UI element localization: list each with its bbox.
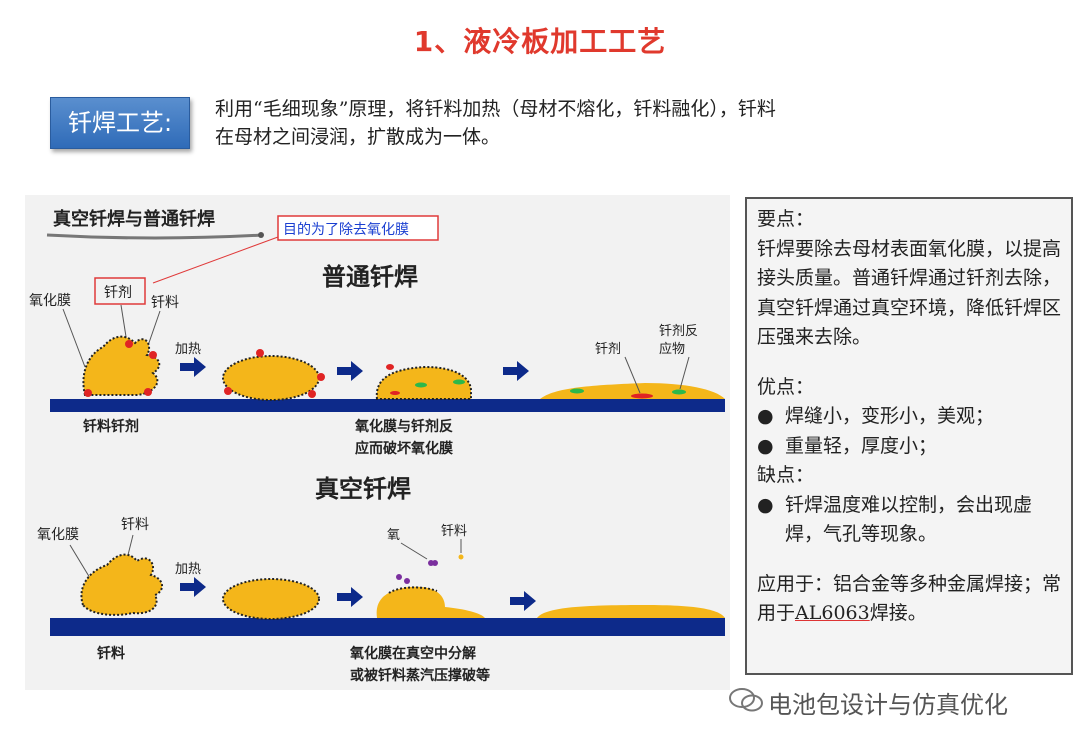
vacuum-filler-stage4 [537,605,725,618]
vacuum-label-oxygen: 氧 [387,528,400,543]
vacuum-filler-stage2 [222,578,320,620]
flux-dot [125,340,133,348]
arrow-icon [337,587,363,607]
pros-item: ●重量轻，厚度小； [757,432,1061,462]
flux-dot [144,388,152,396]
reaction-product [453,379,465,385]
watermark-text: 电池包设计与仿真优化 [768,691,1008,719]
normal-caption-1: 钎料钎剂 [83,418,139,435]
reaction-product [672,389,686,395]
flux-dot [390,391,400,395]
cons-item: ●钎焊温度难以控制，会出现虚焊，气孔等现象。 [757,491,1061,550]
cons-title: 缺点： [757,464,815,486]
leader-flux2 [624,356,641,394]
arrow-icon [503,361,529,381]
normal-label-reaction-2: 应物 [659,341,685,357]
flux-dot [224,387,232,395]
normal-label-filler: 钎料 [151,295,179,311]
points-text: 钎焊要除去母材表面氧化膜，以提高接头质量。普通钎焊通过钎剂去除，真空钎焊通过真空… [757,237,1062,349]
callout-pointer [152,236,279,284]
arrow-icon [180,577,206,597]
watermark: 电池包设计与仿真优化 [728,685,1008,720]
points-title: 要点： [757,208,815,230]
pros-title: 优点： [757,375,815,398]
arrow-icon [337,361,363,381]
vacuum-label-filler2: 钎料 [441,524,467,539]
diagram-banner: 真空钎焊与普通钎焊 [53,208,215,230]
vacuum-filler-stage1 [80,553,163,616]
normal-caption-2b: 应而破坏氧化膜 [355,440,453,457]
filler-vapor-particle [458,554,464,560]
flux-dot [631,393,653,399]
brazing-diagram: 真空钎焊与普通钎焊 目的为了除去氧化膜 普通钎焊 氧化膜 钎剂 钎料 加热 钎剂… [25,195,730,690]
normal-brazing-title: 普通钎焊 [322,262,418,291]
bullet-icon: ● [757,434,774,457]
callout-text: 目的为了除去氧化膜 [283,222,409,238]
banner-underline-dot [258,232,264,238]
flux-dot [308,390,316,398]
flux-dot [149,351,157,359]
flux-label-box [94,277,146,305]
vacuum-caption-1: 钎料 [97,645,125,662]
vacuum-label-oxide: 氧化膜 [37,527,79,543]
intro-line-2: 在母材之间浸润，扩散成为一体。 [215,126,501,148]
bullet-icon: ● [757,493,774,516]
vacuum-brazing-title: 真空钎焊 [315,474,411,503]
oxygen-particle [396,574,402,580]
flux-dot [386,364,394,370]
normal-label-flux: 钎剂 [104,285,132,301]
vacuum-base-plate [50,618,725,636]
leader-reaction [679,356,690,390]
vacuum-caption-2b: 或被钎料蒸汽压撑破等 [350,667,490,684]
vacuum-label-filler: 钎料 [121,517,149,533]
page-title: 1、液冷板加工工艺 [413,25,667,58]
normal-filler-stage4 [540,383,725,399]
normal-base-plate [50,399,725,412]
normal-filler-stage1 [82,335,161,396]
intro-line-1: 利用“毛细现象”原理，将钎料加热（母材不熔化，钎料融化），钎料 [215,98,776,120]
normal-label-heat: 加热 [175,342,201,357]
normal-label-reaction-1: 钎剂反 [659,324,698,339]
vacuum-caption-2a: 氧化膜在真空中分解 [349,645,476,662]
arrow-icon [180,357,206,377]
reaction-product [570,388,584,394]
flux-dot [317,373,325,381]
intro-text: 利用“毛细现象”原理，将钎料加热（母材不熔化，钎料融化），钎料 在母材之间浸润，… [215,95,975,151]
flux-dot [256,349,264,357]
leader-oxygen [400,542,428,560]
leader-oxide [62,308,86,368]
alloy-grade: AL6063 [795,602,870,624]
oxygen-particle [428,560,434,566]
normal-caption-2a: 氧化膜与钎剂反 [354,418,453,435]
pros-item: ●焊缝小，变形小，美观； [757,402,1061,432]
application-text: 应用于：铝合金等多种金属焊接；常用于AL6063焊接。 [757,572,1062,625]
flux-dot [84,389,92,397]
normal-label-oxide: 氧化膜 [29,293,71,309]
brazing-process-tag: 钎焊工艺: [50,97,190,149]
banner-underline [46,233,264,240]
vacuum-filler-stage3 [376,586,485,618]
key-points-panel: 要点： 钎焊要除去母材表面氧化膜，以提高接头质量。普通钎焊通过钎剂去除，真空钎焊… [745,197,1073,675]
reaction-product [415,382,427,388]
normal-label-flux2: 钎剂 [595,342,621,357]
vacuum-label-heat: 加热 [175,562,201,577]
brazing-diagram-svg: 真空钎焊与普通钎焊 目的为了除去氧化膜 普通钎焊 氧化膜 钎剂 钎料 加热 钎剂… [29,208,725,684]
bullet-icon: ● [757,405,774,427]
vacuum-residual-film [388,586,438,594]
normal-filler-stage2 [222,355,320,401]
arrow-icon [510,591,536,611]
wechat-icon [728,687,768,719]
callout-box [277,215,439,241]
oxygen-particle [404,578,410,584]
